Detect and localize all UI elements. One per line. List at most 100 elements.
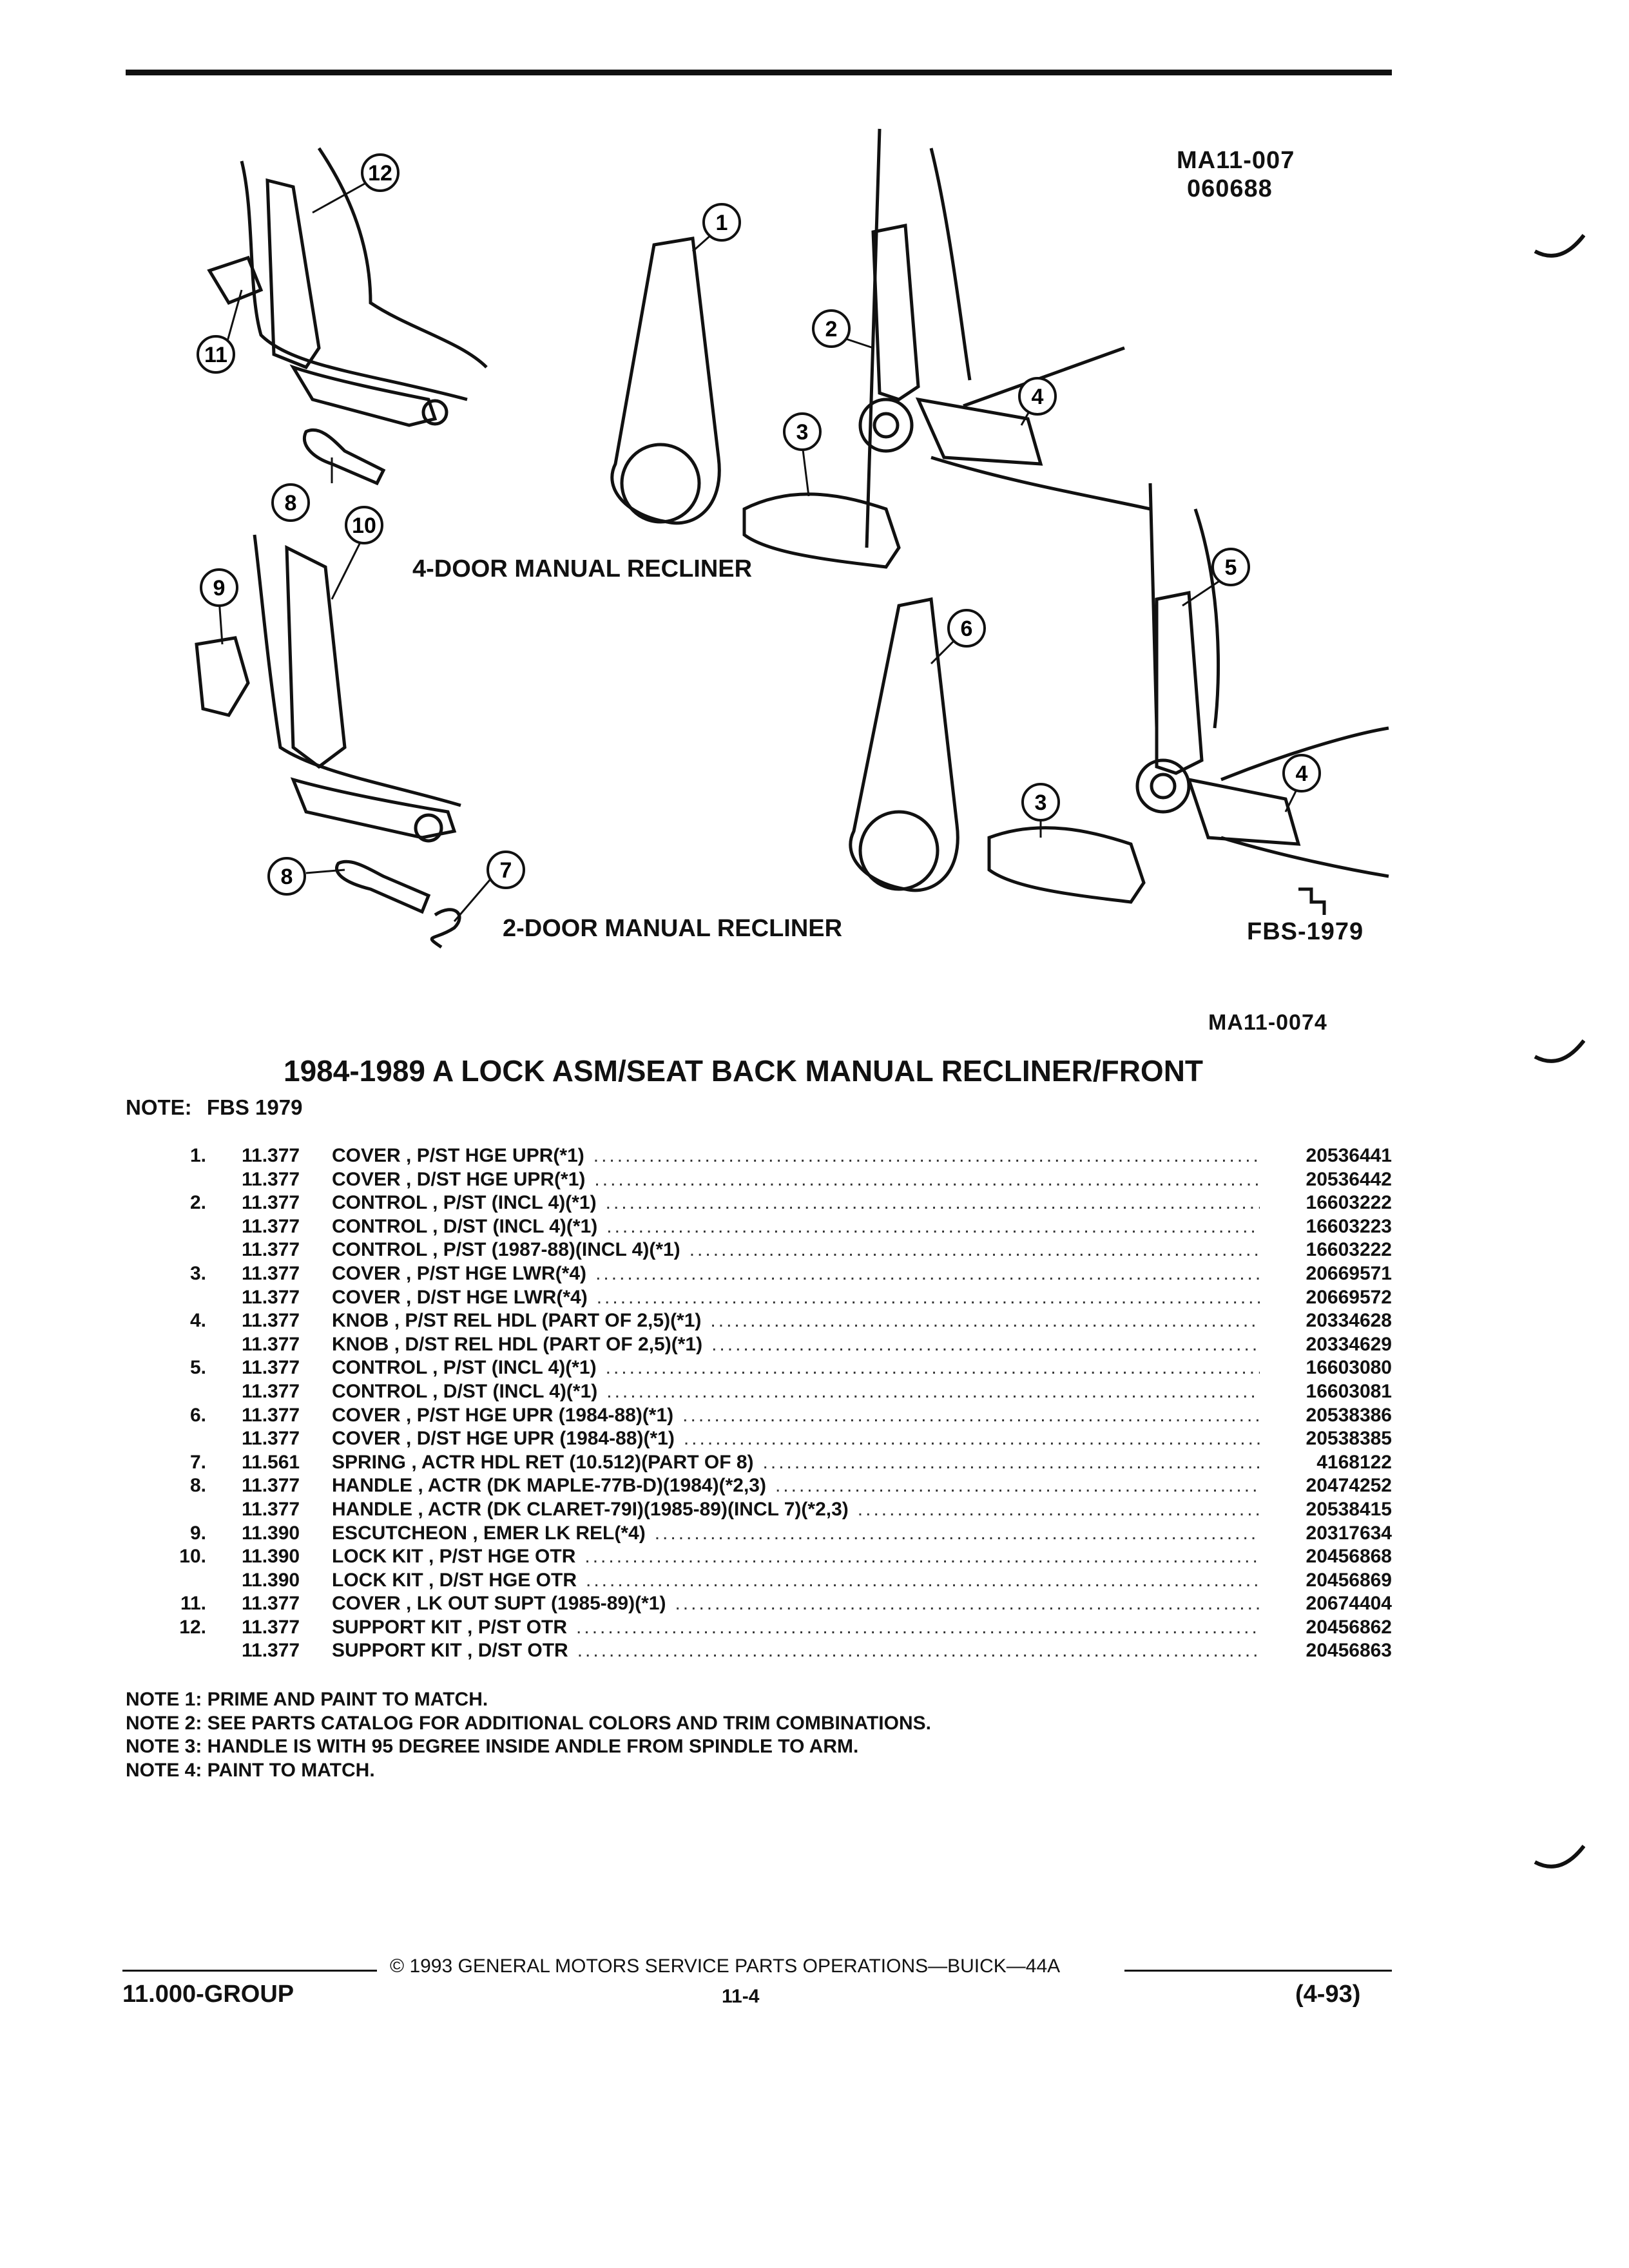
item-index: 12. — [179, 1616, 206, 1638]
note-fbs: NOTE: FBS 1979 — [126, 1095, 302, 1120]
group-number: 11.390 — [242, 1522, 300, 1544]
part-description: LOCK KIT , P/ST HGE OTR — [332, 1546, 576, 1568]
part-description: KNOB , D/ST REL HDL (PART OF 2,5)(*1) — [332, 1333, 703, 1355]
leader-dots — [763, 1451, 1260, 1474]
leader-dots — [711, 1333, 1260, 1356]
svg-text:12: 12 — [368, 161, 392, 186]
leader-dots — [577, 1639, 1260, 1662]
leader-dots — [682, 1404, 1260, 1427]
leader-dots — [584, 1545, 1260, 1568]
svg-text:8: 8 — [285, 491, 297, 515]
callout-4-top: 4 — [1018, 377, 1057, 416]
leader-dots — [594, 1168, 1260, 1191]
group-number: 11.377 — [242, 1616, 300, 1638]
part-8-handle-top — [302, 428, 386, 486]
leader-dots — [586, 1569, 1260, 1592]
callout-3-bottom: 3 — [1021, 783, 1060, 822]
group-number: 11.390 — [242, 1569, 300, 1591]
table-row: 11.377 COVER , D/ST HGE LWR(*4) 20669572 — [155, 1286, 1392, 1310]
svg-text:5: 5 — [1225, 555, 1237, 580]
callout-7: 7 — [487, 850, 525, 889]
part-description: CONTROL , D/ST (INCL 4)(*1) — [332, 1380, 598, 1402]
footer-copyright: © 1993 GENERAL MOTORS SERVICE PARTS OPER… — [390, 1956, 1061, 1977]
part-number: 20536441 — [1306, 1145, 1392, 1166]
group-number: 11.377 — [242, 1498, 300, 1520]
group-number: 11.377 — [242, 1357, 300, 1379]
leader-dots — [595, 1262, 1260, 1285]
part-number: 16603080 — [1306, 1357, 1392, 1379]
part-number: 20334629 — [1306, 1333, 1392, 1355]
part-number: 16603081 — [1306, 1380, 1392, 1402]
svg-text:11: 11 — [204, 343, 227, 367]
callout-9: 9 — [200, 568, 238, 607]
item-index: 4. — [189, 1310, 206, 1332]
footer-rule-left — [122, 1970, 377, 1972]
item-index: 11. — [180, 1593, 206, 1615]
svg-text:7: 7 — [500, 858, 512, 883]
leader-dots — [606, 1380, 1260, 1403]
part-description: CONTROL , P/ST (INCL 4)(*1) — [332, 1357, 597, 1379]
item-index: 1. — [189, 1145, 206, 1166]
part-description: LOCK KIT , D/ST HGE OTR — [332, 1569, 577, 1591]
notes-block: NOTE 1: PRIME AND PAINT TO MATCH. NOTE 2… — [126, 1688, 931, 1782]
callout-6: 6 — [947, 609, 986, 648]
left-4door-seat-outline — [240, 147, 488, 427]
part-description: SPRING , ACTR HDL RET (10.512)(PART OF 8… — [332, 1451, 754, 1473]
table-row: 5. 11.377 CONTROL , P/ST (INCL 4)(*1) 16603… — [155, 1356, 1392, 1380]
svg-text:8: 8 — [281, 865, 293, 889]
part-number: 20538386 — [1306, 1404, 1392, 1426]
part-number: 20669572 — [1306, 1286, 1392, 1308]
part-description: COVER , P/ST HGE LWR(*4) — [332, 1262, 587, 1284]
callout-8-top: 8 — [271, 483, 310, 522]
part-number: 20456869 — [1306, 1569, 1392, 1591]
group-number: 11.561 — [242, 1451, 300, 1473]
part-number: 20538415 — [1306, 1498, 1392, 1520]
part-8-handle-bottom — [335, 860, 431, 914]
recliner-exploded-diagram: 12 11 8 10 9 8 7 1 2 3 4 5 6 3 4 — [195, 128, 1389, 949]
group-number: 11.377 — [242, 1333, 300, 1355]
callout-1: 1 — [702, 203, 741, 242]
part-7-spring — [430, 908, 461, 949]
part-number: 20538385 — [1306, 1428, 1392, 1450]
leader-dots — [675, 1592, 1260, 1615]
group-number: 11.377 — [242, 1192, 300, 1214]
group-number: 11.377 — [242, 1286, 300, 1308]
svg-text:6: 6 — [961, 617, 973, 641]
group-number: 11.390 — [242, 1546, 300, 1568]
leader-dots — [576, 1616, 1260, 1639]
part-description: SUPPORT KIT , P/ST OTR — [332, 1616, 568, 1638]
left-2door-seat-outline — [253, 534, 461, 843]
item-index: 9. — [189, 1522, 206, 1544]
part-description: COVER , D/ST HGE LWR(*4) — [332, 1286, 588, 1308]
binding-mark — [1534, 1845, 1585, 1869]
part-description: KNOB , P/ST REL HDL (PART OF 2,5)(*1) — [332, 1310, 702, 1332]
part-3-cover-lower-bottom — [987, 826, 1146, 904]
item-index: 5. — [189, 1357, 206, 1379]
leader-dots — [593, 1144, 1260, 1168]
group-number: 11.377 — [242, 1262, 300, 1284]
item-index: 8. — [189, 1475, 206, 1497]
section-title: 1984-1989 A LOCK ASM/SEAT BACK MANUAL RE… — [284, 1054, 1204, 1088]
note-1: NOTE 1: PRIME AND PAINT TO MATCH. — [126, 1689, 488, 1710]
group-number: 11.377 — [242, 1404, 300, 1426]
part-number: 20536442 — [1306, 1168, 1392, 1190]
table-row: 11.377 KNOB , D/ST REL HDL (PART OF 2,5)(… — [155, 1333, 1392, 1357]
svg-text:3: 3 — [796, 420, 809, 445]
callout-3-top: 3 — [783, 412, 822, 451]
part-description: COVER , D/ST HGE UPR(*1) — [332, 1168, 586, 1190]
group-number: 11.377 — [242, 1239, 300, 1261]
footer-revision-date: (4-93) — [1295, 1981, 1361, 2008]
part-number: 20474252 — [1306, 1475, 1392, 1497]
binding-mark — [1534, 1039, 1585, 1063]
leader-dots — [684, 1427, 1260, 1450]
part-number: 16603222 — [1306, 1239, 1392, 1261]
leader-dots — [689, 1238, 1260, 1262]
